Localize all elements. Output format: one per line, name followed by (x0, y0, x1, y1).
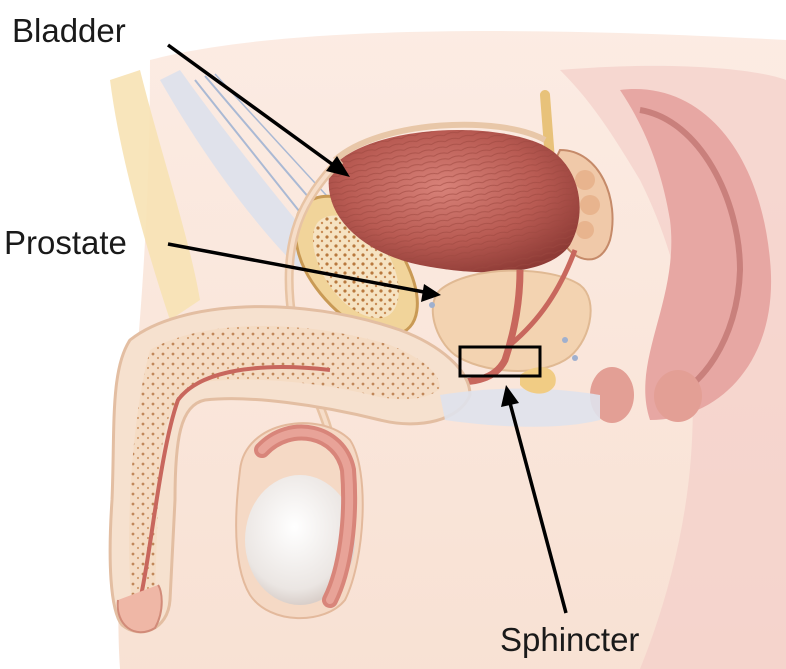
sphincter-label: Sphincter (500, 623, 639, 656)
bladder-label: Bladder (12, 14, 126, 47)
prostate-label: Prostate (4, 226, 127, 259)
testis (236, 423, 363, 618)
